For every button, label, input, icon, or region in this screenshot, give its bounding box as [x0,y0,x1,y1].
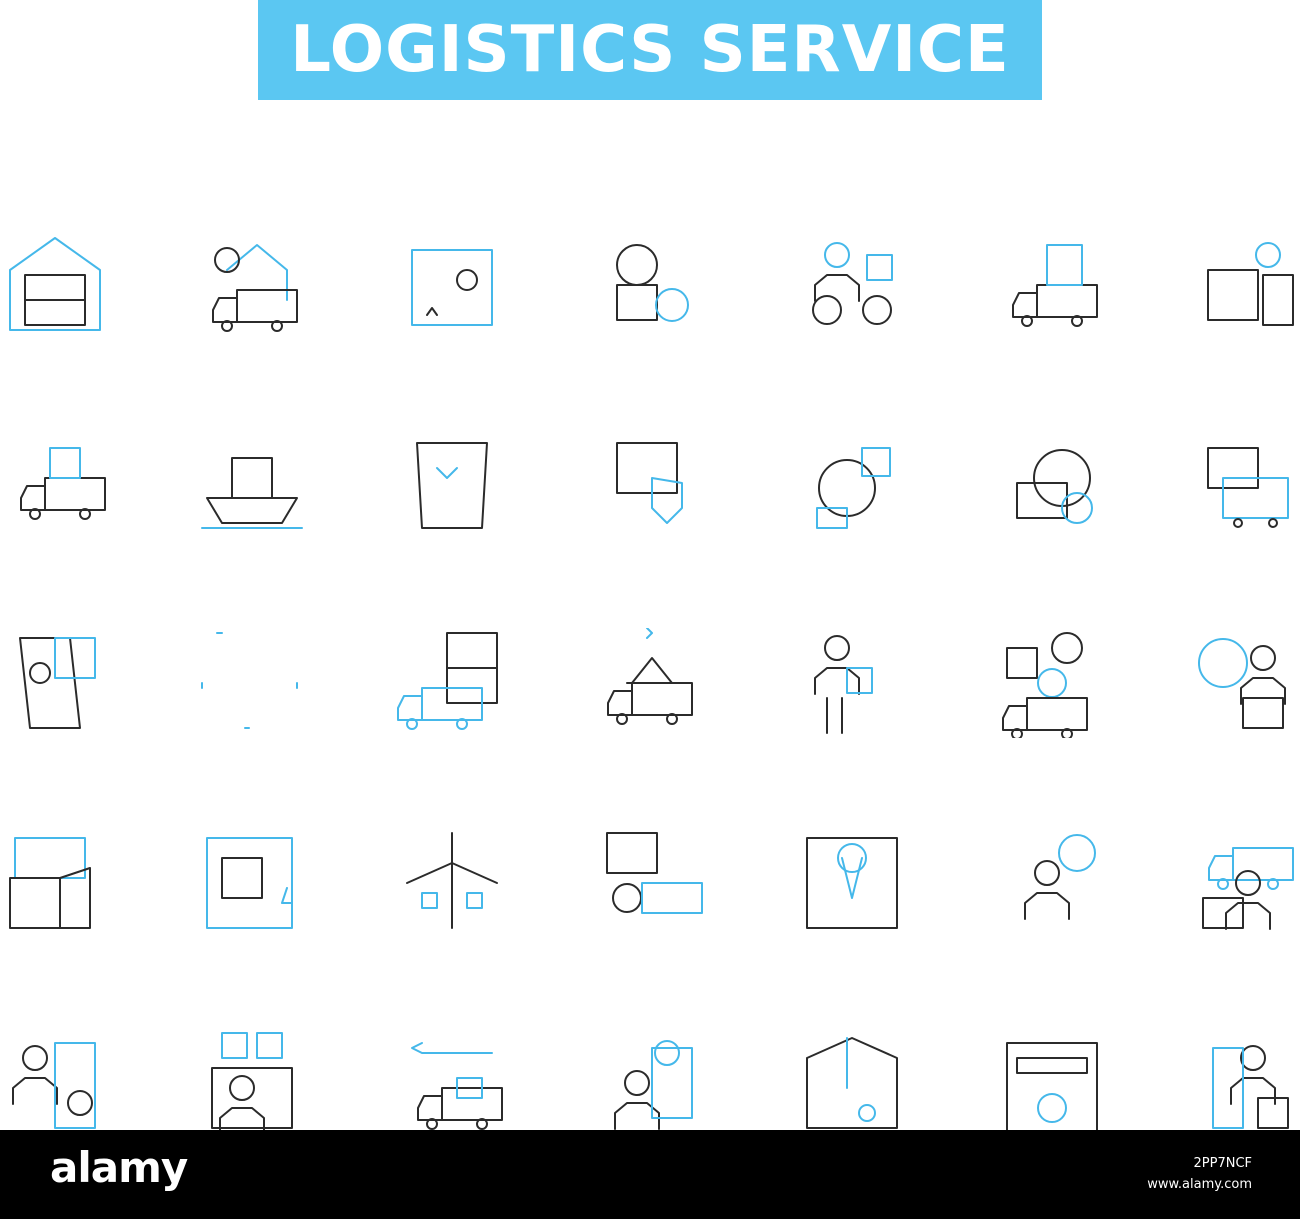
food-delivery-icon-graphic [607,628,693,725]
bubble-wrap-box-icon [0,828,110,938]
alamy-logo: alamy [50,1143,188,1192]
delivery-schedule-icon-graphic [12,1042,96,1129]
freight-train-icon [1193,428,1300,538]
box-delivery-truck-icon [397,628,507,738]
24h-delivery-icon [797,428,907,538]
air-cargo-icon-graphic [406,832,498,929]
footer-bar [0,1130,1300,1219]
cargo-ship-icon [197,428,307,538]
shipping-cost-truck-icon [997,230,1107,340]
invoice-icon-graphic [19,637,96,729]
freight-train-icon-graphic [1207,447,1289,528]
delivery-calendar-icon [997,1028,1107,1138]
delivery-calendar-icon-graphic [1006,1042,1098,1134]
flight-agent-icon-graphic [1198,638,1286,729]
damaged-package-icon [197,1028,307,1138]
loaded-truck-icon [0,428,110,538]
delivery-driver-icon-graphic [1202,847,1294,930]
global-tracking-icon [997,428,1107,538]
stock-info: 2PP7NCF www.alamy.com [1147,1154,1252,1196]
fragile-box-icon-graphic [806,1037,898,1129]
gift-bag-icon-graphic [416,442,488,529]
signature-courier-icon-graphic [1212,1045,1289,1129]
package-protection-icon [597,428,707,538]
cargo-ship-icon-graphic [201,457,303,529]
shipping-calculator-icon [1193,230,1300,340]
flight-agent-icon [1193,628,1300,738]
return-truck-icon-graphic [411,1042,503,1130]
delivery-schedule-icon [0,1028,110,1138]
damaged-package-icon-graphic [211,1032,293,1135]
shipping-calculator-icon-graphic [1207,242,1294,326]
bubble-wrap-box-icon-graphic [9,837,91,929]
delivery-time-icon-graphic [212,244,298,332]
shipping-cost-truck-icon-graphic [1012,244,1098,327]
route-map-icon-graphic [806,837,898,929]
online-order-icon-graphic [206,837,293,929]
customer-support-icon [997,828,1107,938]
gift-bag-icon [397,428,507,538]
fragile-package-icon [397,230,507,340]
courier-with-box-icon-graphic [814,635,873,734]
logistics-network-icon [997,628,1107,738]
logistics-network-icon-graphic [1002,632,1088,738]
online-order-icon [197,828,307,938]
warehouse-icon-graphic [9,237,101,331]
box-delivery-truck-icon-graphic [397,632,498,730]
location-courier-icon-graphic [614,1040,693,1130]
page-title: LOGISTICS SERVICE [290,13,1010,87]
food-delivery-icon [597,628,707,738]
bike-courier-icon-graphic [812,242,893,325]
delivery-driver-icon [1193,828,1300,938]
bike-courier-icon [797,230,907,340]
title-banner: LOGISTICS SERVICE [258,0,1042,100]
barcode-scan-icon [597,828,707,938]
image-id: 2PP7NCF [1193,1156,1253,1171]
loading-placeholder-icon-graphic [201,632,298,729]
global-shipping-icon-graphic [616,244,689,322]
warehouse-icon [0,230,110,340]
air-cargo-icon [397,828,507,938]
24h-delivery-icon-graphic [816,447,891,529]
location-courier-icon [597,1028,707,1138]
global-shipping-icon [597,230,707,340]
return-truck-icon [397,1028,507,1138]
icon-grid [0,200,1300,1135]
barcode-scan-icon-graphic [606,832,703,914]
fragile-box-icon [797,1028,907,1138]
site-url: www.alamy.com [1147,1176,1252,1192]
invoice-icon [0,628,110,738]
customer-support-icon-graphic [1024,834,1096,920]
route-map-icon [797,828,907,938]
courier-with-box-icon [797,628,907,738]
fragile-package-icon-graphic [411,249,493,326]
loading-placeholder-icon [197,628,307,738]
signature-courier-icon [1193,1028,1300,1138]
global-tracking-icon-graphic [1016,449,1093,524]
package-protection-icon-graphic [616,442,683,524]
delivery-time-icon [197,230,307,340]
loaded-truck-icon-graphic [20,447,106,520]
